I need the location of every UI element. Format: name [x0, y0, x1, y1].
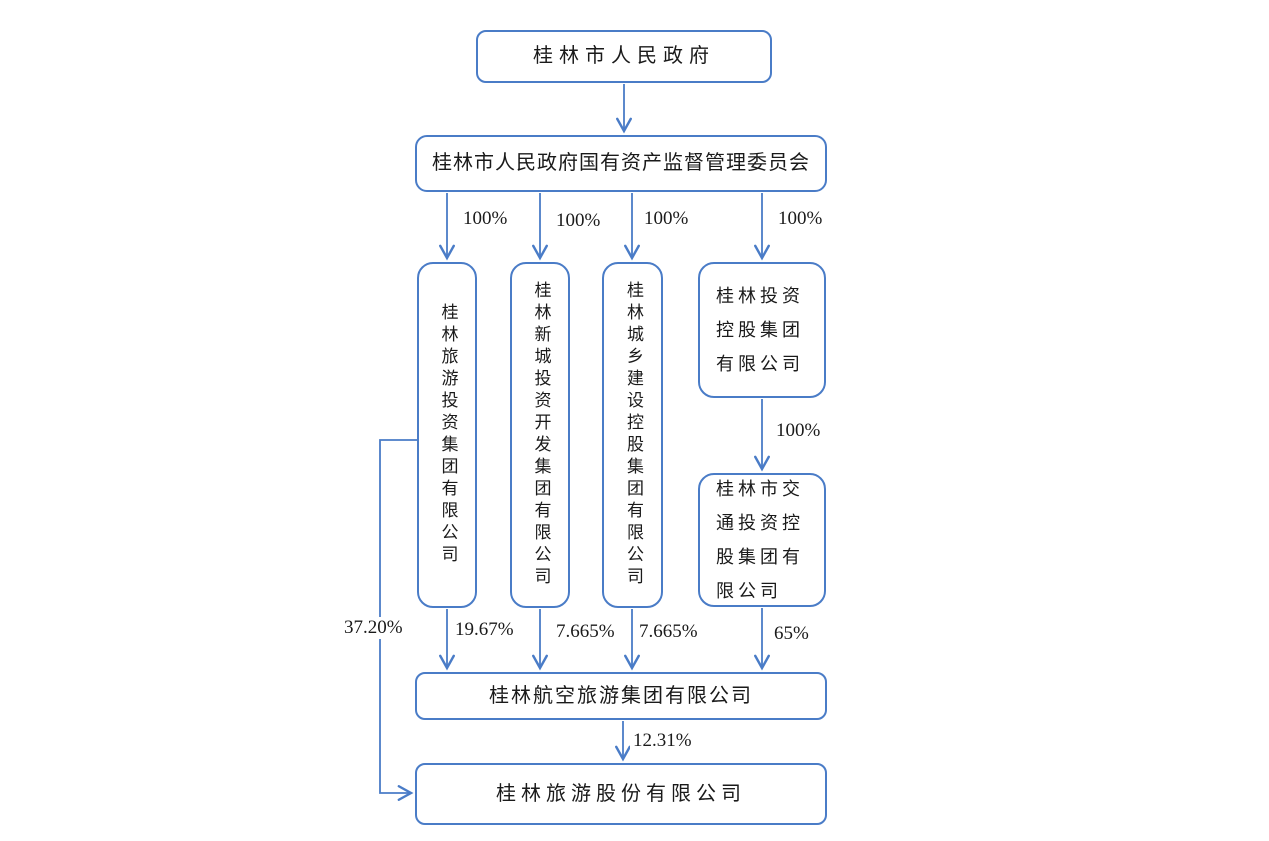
node-urban-construction-group: 桂林城乡建设控股集团有限公司 [602, 262, 663, 608]
edge-label-invest-transport: 100% [773, 420, 824, 442]
edge-label-aviation-corp: 12.31% [630, 730, 695, 752]
edge-label-sasac-newcity: 100% [553, 210, 604, 232]
node-aviation-tourism-group: 桂林航空旅游集团有限公司 [415, 672, 827, 720]
node-guilin-government: 桂林市人民政府 [476, 30, 772, 83]
edge-label-tourism-corp: 37.20% [341, 617, 406, 639]
edge-label-newcity-aviation: 7.665% [553, 621, 618, 643]
edge-label-urban-aviation: 7.665% [636, 621, 701, 643]
edge-label-sasac-invest: 100% [775, 208, 826, 230]
edge-label-tourism-aviation: 19.67% [452, 619, 517, 641]
arrow-tourism-to-corp-elbow [379, 439, 417, 801]
node-investment-holding-group: 桂林投资控股集团有限公司 [698, 262, 826, 398]
node-guilin-tourism-corporation: 桂林旅游股份有限公司 [415, 763, 827, 825]
node-tourism-investment-group: 桂林旅游投资集团有限公司 [417, 262, 477, 608]
edge-label-transport-aviation: 65% [771, 623, 812, 645]
node-sasac: 桂林市人民政府国有资产监督管理委员会 [415, 135, 827, 192]
node-newcity-investment-group: 桂林新城投资开发集团有限公司 [510, 262, 570, 608]
edge-label-sasac-tourism: 100% [460, 208, 511, 230]
edge-label-sasac-urban: 100% [641, 208, 692, 230]
node-transport-investment-group: 桂林市交通投资控股集团有限公司 [698, 473, 826, 607]
